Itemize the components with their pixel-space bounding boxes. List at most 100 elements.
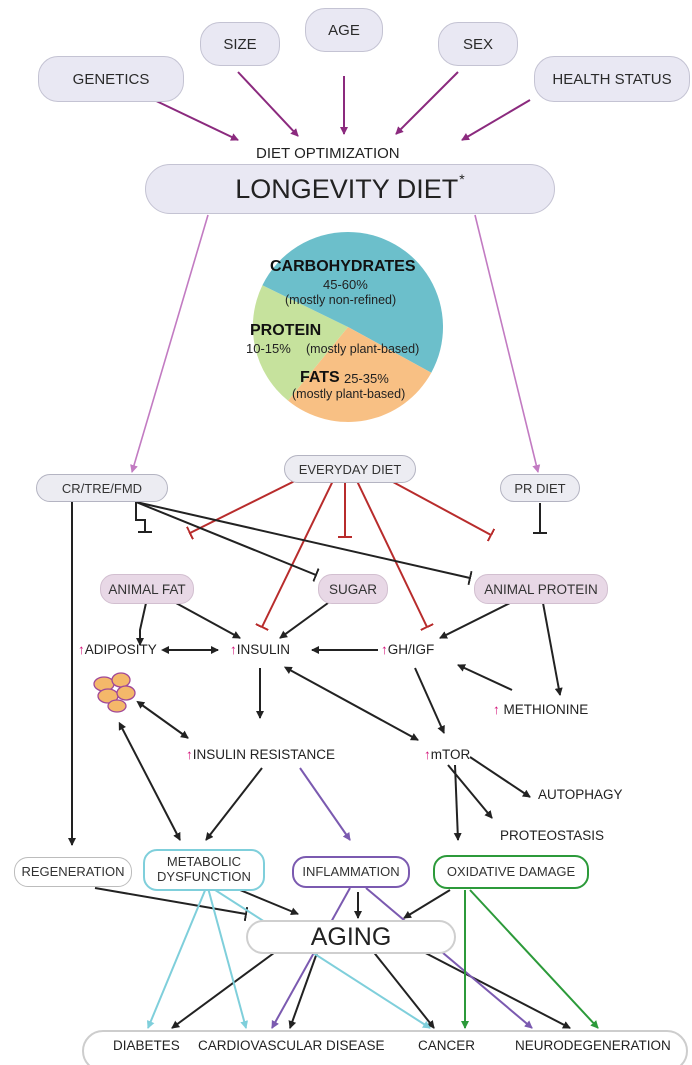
- proteostasis-label: PROTEOSTASIS: [500, 828, 605, 843]
- pie-carbs-title: CARBOHYDRATES: [270, 258, 416, 275]
- adiposity-node: ↑ADIPOSITY: [78, 643, 157, 657]
- inhibit-cr-animalfat: [135, 500, 152, 533]
- arrow-oxidative-aging: [403, 889, 451, 919]
- arrow-genetics: [149, 97, 239, 141]
- aging-box: AGING: [246, 920, 456, 954]
- longevity-diet-box: LONGEVITY DIET*: [145, 164, 555, 214]
- diet-pr: PR DIET: [500, 474, 580, 502]
- up-arrow-icon: ↑: [424, 747, 431, 762]
- insulin-node: ↑INSULIN: [230, 643, 290, 657]
- food-animal-protein: ANIMAL PROTEIN: [474, 574, 608, 604]
- methionine-label: METHIONINE: [503, 702, 589, 717]
- gh-igf-node: ↑GH/IGF: [381, 643, 434, 657]
- factor-age: AGE: [305, 8, 383, 52]
- pie-carbs-note: (mostly non-refined): [285, 293, 397, 307]
- arrow-insulin-mtor: [283, 666, 419, 741]
- arrow-resistance-inflammation: [299, 767, 351, 841]
- arrow-inflammation-cvd: [271, 887, 351, 1029]
- pie-slice-fats: [288, 327, 432, 422]
- diet-optimization-label: DIET OPTIMIZATION: [256, 145, 400, 162]
- arrow-metabolic-cancer: [211, 887, 431, 1029]
- adipocyte-icon: [93, 672, 136, 713]
- arrow-health: [461, 99, 531, 141]
- arrow-metabolic-diabetes: [146, 887, 207, 1029]
- arrow-aging-cvd: [288, 949, 319, 1029]
- adiposity-label: ADIPOSITY: [84, 642, 157, 657]
- pie-protein-pct: 10-15%: [246, 341, 291, 356]
- arrow-size: [237, 71, 299, 137]
- arrow-sugar-insulin: [279, 602, 329, 639]
- arrow-mtor-oxidative: [453, 764, 462, 841]
- inflammation-label: INFLAMMATION: [302, 863, 400, 879]
- factor-size: SIZE: [200, 22, 280, 66]
- pie-fats-pct: 25-35%: [344, 371, 389, 386]
- inhibit-cr-animalprotein: [135, 501, 473, 586]
- up-arrow-icon: ↑: [186, 747, 193, 762]
- pie-slice-protein: [252, 285, 348, 401]
- arrow-mtor-autophagy: [469, 756, 531, 798]
- arrow-oxidative-neuro-2: [469, 889, 599, 1029]
- pie-slice-carbohydrates-2: [262, 231, 348, 327]
- factor-size-label: SIZE: [223, 35, 257, 53]
- pie-fats-title: FATS: [300, 369, 340, 386]
- disease-neurodegeneration: NEURODEGENERATION: [515, 1038, 671, 1053]
- longevity-diet-title: LONGEVITY DIET: [235, 173, 459, 204]
- pie-carbs-pct: 45-60%: [323, 277, 368, 292]
- arrow-adipocyte-metabolic: [118, 721, 181, 841]
- inhibit-cr-sugar: [135, 501, 320, 582]
- autophagy-label: AUTOPHAGY: [538, 787, 623, 802]
- arrow-to-cr: [130, 214, 209, 473]
- gh-igf-label: GH/IGF: [387, 642, 435, 657]
- factor-sex-label: SEX: [462, 35, 493, 53]
- disease-diabetes: DIABETES: [113, 1038, 180, 1053]
- mtor-node: ↑mTOR: [424, 748, 470, 762]
- macronutrient-pie: [252, 231, 444, 422]
- arrow-sex: [395, 71, 459, 135]
- food-sugar-label: SUGAR: [328, 581, 377, 597]
- inflammation-box: INFLAMMATION: [292, 856, 410, 888]
- insulin-resistance-label: INSULIN RESISTANCE: [192, 747, 336, 762]
- aging-label: AGING: [310, 922, 392, 951]
- oxidative-damage-box: OXIDATIVE DAMAGE: [433, 855, 589, 889]
- mtor-label: mTOR: [430, 747, 471, 762]
- diet-cr-tre-fmd: CR/TRE/FMD: [36, 474, 168, 502]
- pie-fats-note: (mostly plant-based): [292, 387, 406, 401]
- up-arrow-icon: ↑: [381, 642, 388, 657]
- factor-age-label: AGE: [328, 21, 360, 39]
- diet-cr-label: CR/TRE/FMD: [61, 480, 143, 496]
- insulin-label: INSULIN: [236, 642, 291, 657]
- inhibit-everyday-insulin: [262, 455, 346, 627]
- diet-everyday: EVERYDAY DIET: [284, 455, 416, 483]
- longevity-diet-mark: *: [459, 171, 465, 187]
- arrow-metabolic-cvd: [207, 887, 249, 1029]
- factor-sex: SEX: [438, 22, 518, 66]
- regeneration-label: REGENERATION: [21, 863, 125, 879]
- up-arrow-icon: ↑: [493, 702, 500, 717]
- arrow-to-pr: [474, 214, 541, 473]
- arrow-inflammation-neuro: [365, 887, 533, 1029]
- disease-cardiovascular: CARDIOVASCULAR DISEASE: [198, 1038, 385, 1053]
- food-animal-fat-label: ANIMAL FAT: [108, 581, 186, 597]
- metabolic-dysfunction-box: METABOLIC DYSFUNCTION: [143, 849, 265, 891]
- arrow-aging-cancer: [371, 949, 435, 1029]
- methionine-node: ↑ METHIONINE: [493, 703, 588, 717]
- pie-protein-note: (mostly plant-based): [306, 342, 420, 356]
- up-arrow-icon: ↑: [78, 642, 85, 657]
- food-animal-fat: ANIMAL FAT: [100, 574, 194, 604]
- inhibit-everyday-ghigf: [344, 455, 427, 627]
- food-animal-protein-label: ANIMAL PROTEIN: [484, 581, 598, 597]
- regeneration-box: REGENERATION: [14, 857, 132, 887]
- arrow-aging-diabetes: [171, 949, 279, 1029]
- factor-genetics: GENETICS: [38, 56, 184, 102]
- diet-pr-label: PR DIET: [514, 480, 566, 496]
- factor-genetics-label: GENETICS: [72, 70, 150, 88]
- arrow-aging-neuro: [411, 945, 571, 1029]
- up-arrow-icon: ↑: [230, 642, 237, 657]
- metabolic-label-line1: METABOLIC: [166, 854, 242, 870]
- oxidative-damage-label: OXIDATIVE DAMAGE: [446, 863, 576, 879]
- disease-cancer: CANCER: [418, 1038, 476, 1053]
- arrow-animalfat-insulin: [175, 602, 241, 639]
- arrow-resistance-metabolic: [205, 767, 263, 841]
